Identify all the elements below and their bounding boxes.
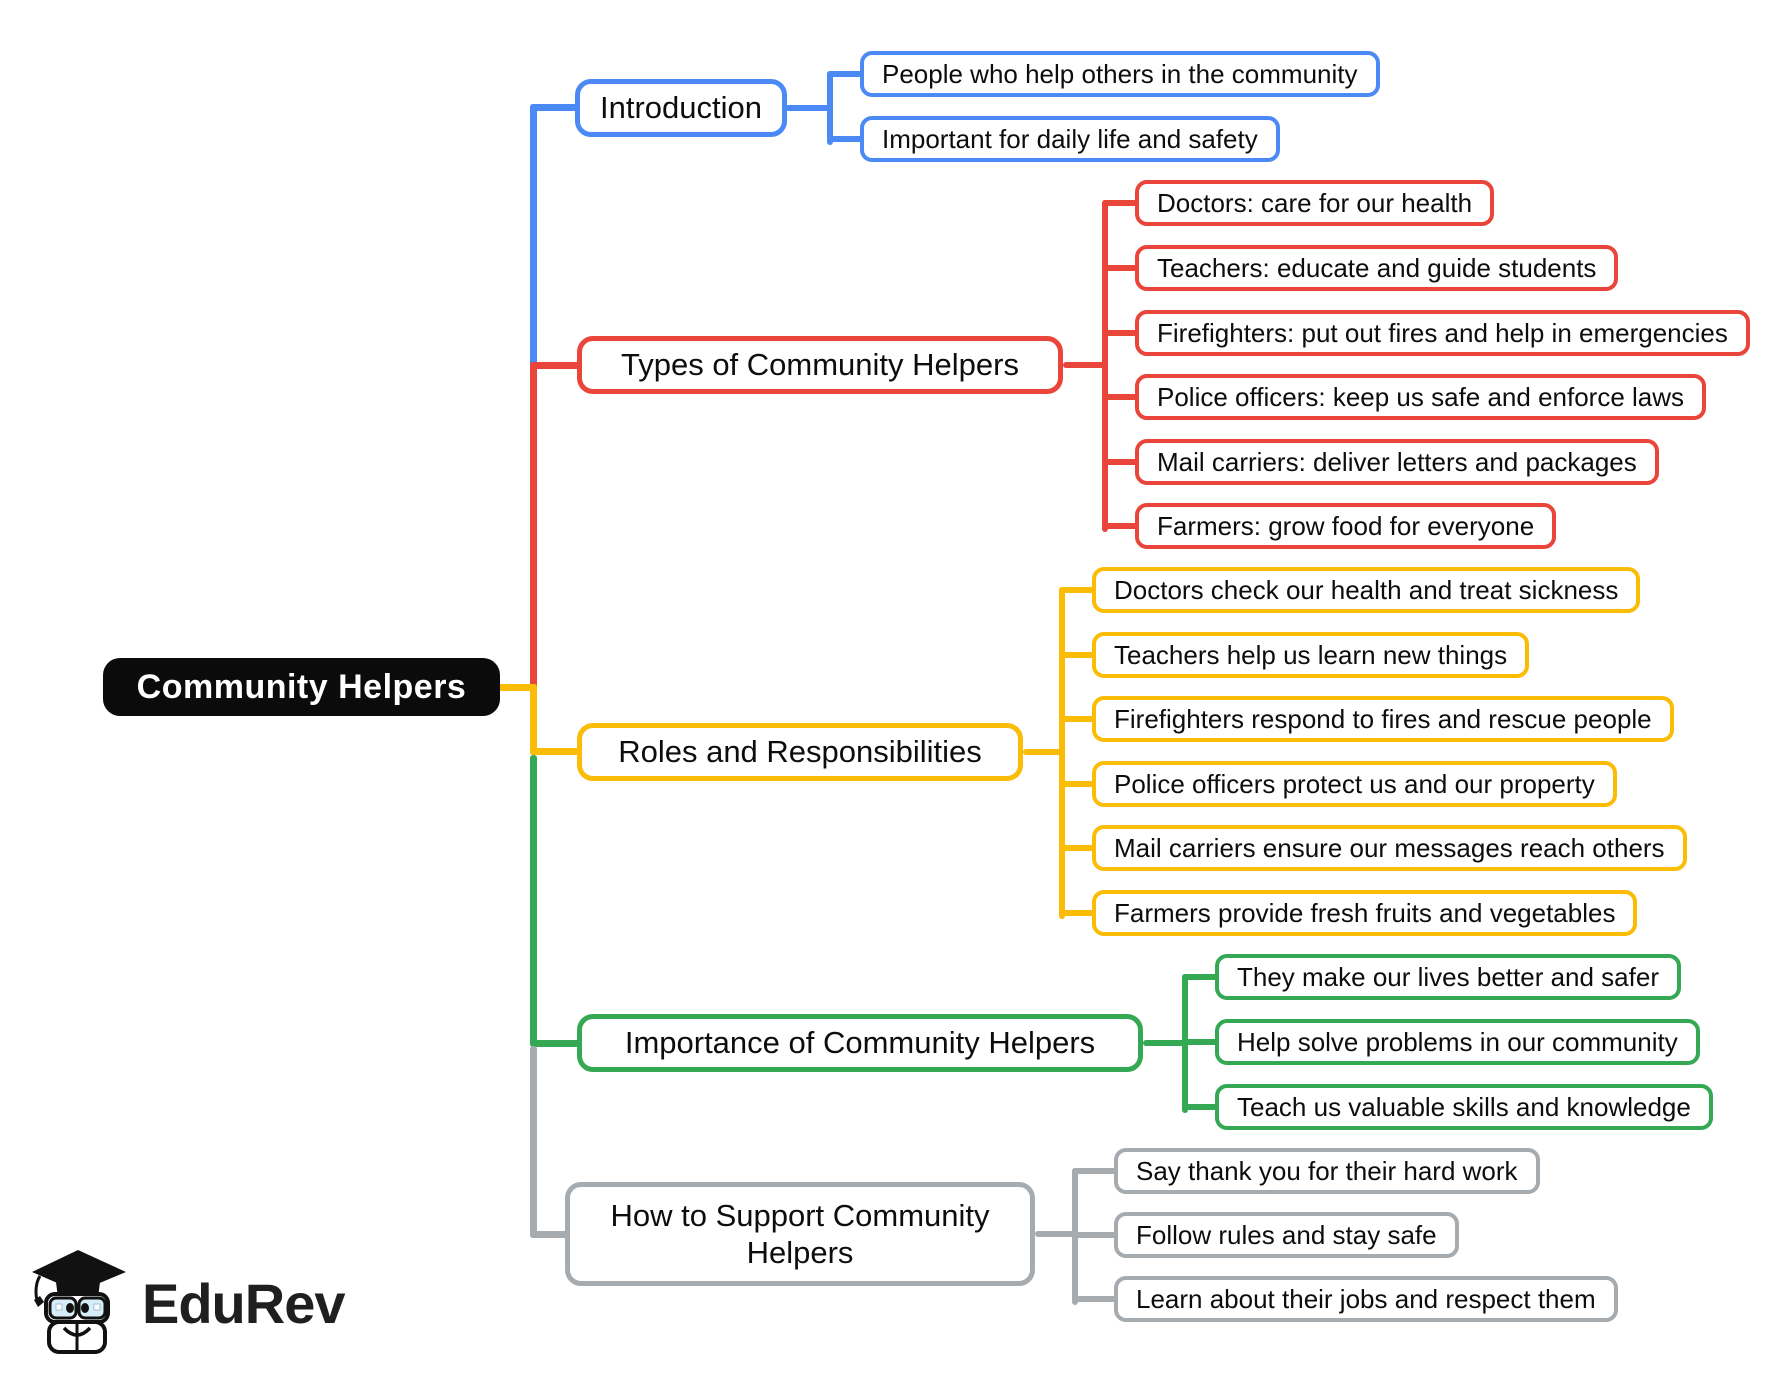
child-node: Help solve problems in our community [1215,1019,1700,1065]
child-node: Firefighters: put out fires and help in … [1135,310,1750,356]
connector-line [1059,587,1065,919]
connector-line [1059,652,1096,658]
connector-line [827,71,863,77]
child-node: Teachers: educate and guide students [1135,245,1619,291]
connector-line [1102,200,1108,532]
connector-line [785,105,833,111]
connector-line [1059,781,1096,787]
connector-line [530,362,580,369]
connector-line [1143,1040,1188,1046]
child-node: People who help others in the community [860,51,1380,97]
connector-line [530,755,537,1046]
connector-line [1102,330,1139,336]
connector-line [1182,1039,1219,1045]
connector-line [1072,1232,1118,1238]
connector-line [1072,1168,1118,1174]
root-node: Community Helpers [103,658,500,716]
branch-node-support: How to Support Community Helpers [565,1182,1035,1286]
connector-line [1102,265,1139,271]
connector-line [530,1046,537,1238]
edurev-logo: EduRev [26,1248,345,1358]
connector-line [1072,1296,1118,1302]
child-node: Police officers protect us and our prope… [1092,761,1617,807]
connector-line [827,71,833,145]
branch-node-types: Types of Community Helpers [577,336,1063,394]
child-node: Police officers: keep us safe and enforc… [1135,374,1707,420]
child-node: Teach us valuable skills and knowledge [1215,1084,1713,1130]
connector-line [1182,974,1219,980]
connector-line [1102,459,1139,465]
child-node: Mail carriers: deliver letters and packa… [1135,439,1659,485]
connector-line [1059,716,1096,722]
connector-line [1059,587,1096,593]
child-node: Important for daily life and safety [860,116,1280,162]
branch-node-introduction: Introduction [575,79,787,137]
connector-line [1059,910,1096,916]
connector-line [530,104,578,111]
edurev-mascot-icon [32,1250,126,1354]
child-node: Learn about their jobs and respect them [1114,1276,1618,1322]
child-node: Firefighters respond to fires and rescue… [1092,696,1674,742]
connector-line [1102,523,1139,529]
branch-node-importance: Importance of Community Helpers [577,1014,1143,1072]
connector-line [530,684,537,755]
connector-line [1023,749,1065,755]
connector-line [530,1040,580,1047]
connector-line [530,362,537,691]
child-node: They make our lives better and safer [1215,954,1681,1000]
connector-line [1059,845,1096,851]
connector-line [1102,200,1139,206]
child-node: Follow rules and stay safe [1114,1212,1459,1258]
branch-node-roles: Roles and Responsibilities [577,723,1023,781]
edurev-logo-text: EduRev [142,1271,345,1335]
child-node: Say thank you for their hard work [1114,1148,1540,1194]
connector-line [530,104,537,368]
child-node: Doctors: care for our health [1135,180,1495,226]
connector-line [494,684,537,691]
connector-line [530,748,580,755]
connector-line [530,1231,568,1238]
connector-line [1035,1231,1078,1237]
child-node: Doctors check our health and treat sickn… [1092,567,1641,613]
child-node: Farmers provide fresh fruits and vegetab… [1092,890,1638,936]
child-node: Teachers help us learn new things [1092,632,1530,678]
child-node: Mail carriers ensure our messages reach … [1092,825,1687,871]
connector-line [1102,394,1139,400]
child-node: Farmers: grow food for everyone [1135,503,1557,549]
connector-line [1063,362,1108,368]
connector-line [1182,1104,1219,1110]
connector-line [827,136,863,142]
